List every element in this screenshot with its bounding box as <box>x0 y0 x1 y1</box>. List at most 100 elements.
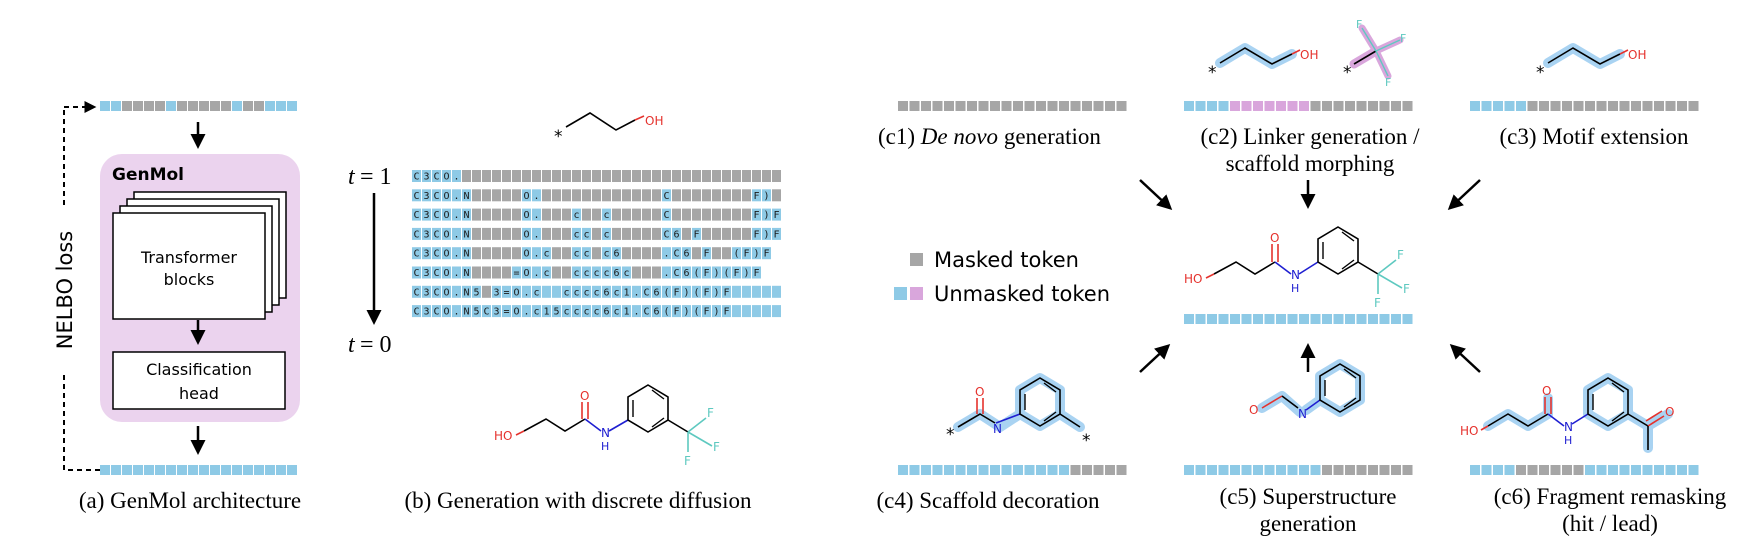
masked-token <box>1391 101 1401 111</box>
unmasked-token <box>752 266 761 279</box>
masked-token <box>682 208 691 221</box>
unmasked-token <box>1493 465 1503 475</box>
atom-label-o: O <box>1249 403 1258 417</box>
unmasked-token <box>422 189 431 202</box>
token-char: ) <box>763 191 769 202</box>
atom-label-h: H <box>1291 282 1299 295</box>
attachment-star: * <box>1208 63 1217 83</box>
unmasked-token <box>732 285 741 298</box>
unmasked-token <box>752 247 761 260</box>
masked-token <box>1059 101 1069 111</box>
caption-c6: (hit / lead) <box>1562 511 1658 536</box>
token-char: 6 <box>653 287 659 298</box>
masked-token <box>632 227 641 240</box>
masked-token <box>582 170 591 182</box>
unmasked-token <box>642 305 651 318</box>
token-char: C <box>433 229 439 240</box>
unmasked-token <box>412 227 421 240</box>
unmasked-token <box>712 266 721 279</box>
masked-token <box>122 101 132 111</box>
atom-label-f: F <box>1400 32 1406 45</box>
unmasked-token <box>1241 101 1252 111</box>
center-token-strip <box>1184 314 1413 324</box>
token-char: F <box>673 287 679 298</box>
masked-token <box>562 227 571 240</box>
unmasked-token <box>462 285 471 298</box>
atom-label-o: O <box>975 385 984 399</box>
unmasked-token <box>622 266 631 279</box>
token-char: C <box>413 210 419 221</box>
masked-token <box>732 170 741 182</box>
unmasked-token <box>1218 314 1229 324</box>
unmasked-token <box>612 305 621 318</box>
classification-head-box <box>112 351 286 410</box>
masked-token <box>1402 101 1413 111</box>
unmasked-token <box>1310 465 1321 475</box>
masked-token <box>592 247 601 260</box>
token-char: c <box>613 287 619 298</box>
unmasked-token <box>462 208 471 221</box>
arrow-to-center <box>1447 179 1481 211</box>
token-char: 3 <box>423 172 429 183</box>
unmasked-token <box>642 285 651 298</box>
nelbo-loss-label: NELBO loss <box>53 231 77 349</box>
masked-token <box>612 189 621 202</box>
unmasked-token <box>522 266 531 279</box>
masked-token <box>742 208 751 221</box>
token-char: c <box>583 249 589 260</box>
unmasked-token <box>422 285 431 298</box>
unmasked-token <box>1047 465 1058 475</box>
caption-c6: (c6) Fragment remasking <box>1494 484 1727 509</box>
masked-token <box>1379 465 1390 475</box>
unmasked-token <box>1368 314 1378 324</box>
unmasked-token <box>967 465 977 475</box>
unmasked-token <box>442 285 451 298</box>
token-char: O <box>523 229 529 240</box>
masked-token <box>1070 101 1081 111</box>
unmasked-token <box>133 465 143 475</box>
masked-token <box>552 247 561 260</box>
center-molecule: HO O N H F F F <box>1184 226 1410 310</box>
masked-token <box>1070 465 1081 475</box>
unmasked-token <box>1585 465 1595 475</box>
token-char: c <box>583 307 589 318</box>
legend-masked-swatch <box>910 253 923 266</box>
masked-token <box>692 189 701 202</box>
masked-token <box>542 227 551 240</box>
unmasked-token <box>1184 314 1194 324</box>
unmasked-token <box>921 465 931 475</box>
masked-token <box>712 170 721 182</box>
unmasked-token <box>1207 101 1217 111</box>
unmasked-token <box>772 285 781 298</box>
unmasked-token <box>1470 101 1480 111</box>
masked-token <box>1345 465 1355 475</box>
masked-token <box>1093 465 1104 475</box>
unmasked-token <box>602 266 611 279</box>
unmasked-token <box>898 465 908 475</box>
token-char: . <box>453 287 459 298</box>
token-char: F <box>773 229 779 240</box>
unmasked-token <box>772 208 781 221</box>
unmasked-token <box>432 208 441 221</box>
token-char: 6 <box>683 268 689 279</box>
time-end-eq: = 0 <box>360 332 392 358</box>
token-char: c <box>573 268 579 279</box>
token-char: . <box>533 191 539 202</box>
token-char: . <box>453 191 459 202</box>
unmasked-token <box>602 208 611 221</box>
token-char: 5 <box>473 307 479 318</box>
masked-token <box>1082 465 1092 475</box>
unmasked-token <box>762 227 771 240</box>
token-char: . <box>453 268 459 279</box>
unmasked-token <box>492 285 501 298</box>
unmasked-token <box>1379 314 1390 324</box>
masked-token <box>712 208 721 221</box>
attachment-star: * <box>1082 431 1091 451</box>
token-char: F <box>753 210 759 221</box>
masked-token <box>199 101 209 111</box>
masked-token <box>472 189 481 202</box>
unmasked-token <box>1013 465 1023 475</box>
masked-token <box>502 266 511 279</box>
caption-c2: scaffold morphing <box>1226 151 1395 176</box>
unmasked-token <box>412 247 421 260</box>
